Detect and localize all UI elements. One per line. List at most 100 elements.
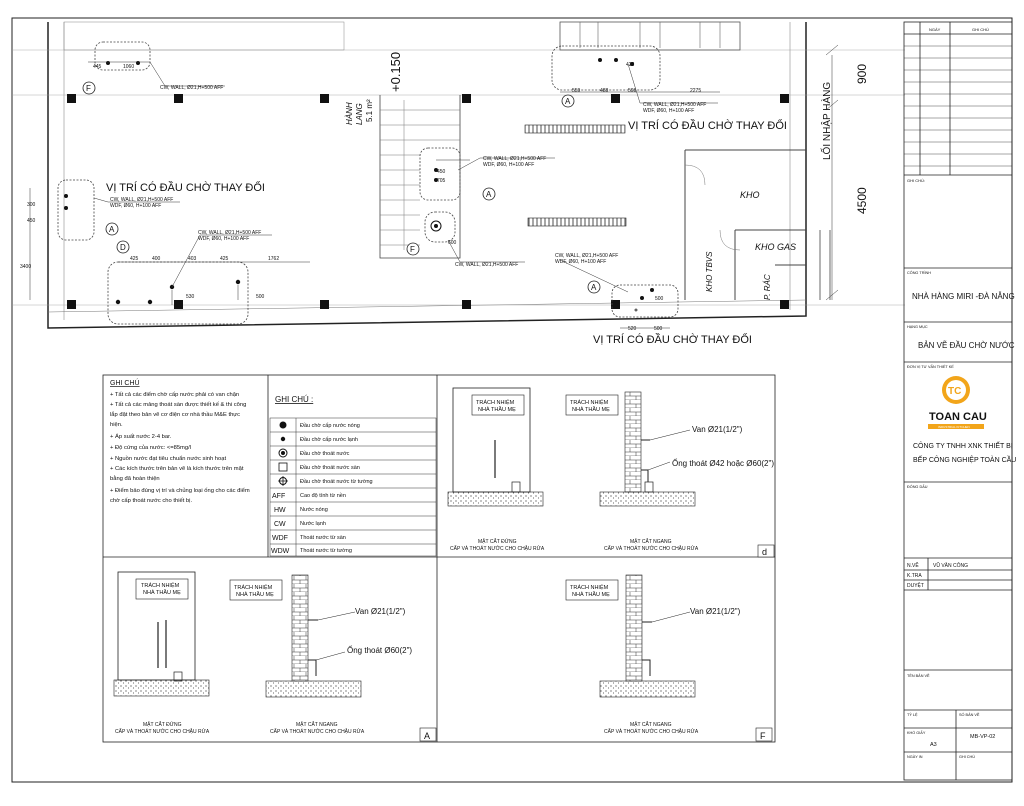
pipe-label: WDF, Ø60, H+100 AFF (483, 162, 534, 168)
detail-d-resp-2: NHÀ THẦU MẸ (478, 406, 516, 413)
svg-text:559: 559 (572, 88, 581, 94)
dim-900: 900 (855, 64, 869, 84)
detail-a-elev-2: CẤP VÀ THOÁT NƯỚC CHO CHẬU RỬA (115, 728, 210, 735)
pipe-label: WDF, Ø60, H+100 AFF (198, 236, 249, 242)
note-line: + Áp suất nước 2-4 bar. (110, 433, 172, 440)
room-kho-tbvs: KHO TBVS (705, 251, 714, 292)
detail-d-sec-1: MẶT CẮT NGANG (630, 537, 672, 545)
tb-kho-giay-val: A3 (930, 742, 937, 748)
note-line: chờ cấp thoát nước cho thiết bị. (110, 498, 192, 504)
svg-text:598: 598 (628, 88, 637, 94)
svg-text:400: 400 (152, 256, 161, 262)
rev-header-note: GHI CHÚ (972, 27, 989, 32)
tb-cong-trinh-label: CÔNG TRÌNH (907, 270, 931, 275)
details-frame (102, 374, 776, 743)
detail-d-letter: d (762, 547, 767, 557)
tb-ngay-in: NGÀY IN (907, 755, 923, 759)
abbr-code: WDW (271, 548, 290, 555)
pipe-labels: CW, WALL, Ø21,H+500 AFF CW, WALL, Ø21,H+… (110, 85, 706, 268)
room-kho: KHO (740, 190, 760, 200)
detail-a-resp-1: TRÁCH NHIỆM (141, 581, 180, 589)
tb-so-ban-ve: SỐ BẢN VẼ (959, 712, 980, 717)
detail-a-elev-1: MẶT CẮT ĐỨNG (143, 720, 182, 728)
company-logo: TC TOAN CAU INDUSTRIAL KITCHEN (928, 376, 987, 429)
tag-a-1: A (565, 97, 571, 106)
abbr-desc: Thoát nước từ sàn (300, 535, 346, 541)
svg-text:445: 445 (93, 64, 102, 70)
abbr-desc: Thoát nước từ tường (300, 548, 352, 554)
detail-a-resp-4: NHÀ THẦU MẸ (236, 591, 274, 598)
logo-tagline: INDUSTRIAL KITCHEN (938, 425, 970, 429)
legend-item: Đầu chờ thoát nước (300, 451, 350, 457)
pipe-label: CW, WALL, Ø21,H+500 AFF (455, 262, 518, 268)
legend-item: Đầu chờ thoát nước từ tường (300, 479, 373, 485)
company-line-2: BẾP CÔNG NGHIỆP TOÀN CẦU (913, 454, 1016, 464)
title-block-frame (903, 21, 1013, 781)
notes-lines: + Tất cả các điểm chờ cấp nước phải có v… (110, 391, 250, 504)
detail-f-sec-1: MẶT CẮT NGANG (630, 720, 672, 728)
svg-text:600: 600 (448, 240, 457, 246)
abbr-desc: Cao độ tính từ nền (300, 493, 346, 499)
dim-4500: 4500 (855, 187, 869, 214)
detail-f-van: Van Ø21(1/2") (690, 607, 741, 616)
legend-item: Đầu chờ thoát nước sàn (300, 465, 360, 471)
detail-d-sec-2: CẤP VÀ THOÁT NƯỚC CHO CHẬU RỬA (604, 545, 699, 552)
legend-table (269, 417, 437, 557)
hot-water-icon (279, 421, 287, 429)
tb-nve-name: VŨ VĂN CÔNG (933, 562, 968, 569)
legend-symbols (278, 421, 288, 486)
svg-text:1060: 1060 (123, 64, 134, 70)
change-note-left: VỊ TRÍ CÓ ĐẦU CHỜ THAY ĐỔI (106, 181, 265, 194)
detail-d-elev-1: MẶT CẮT ĐỨNG (478, 537, 517, 545)
tag-markers (82, 81, 638, 312)
legend-item: Đầu chờ cấp nước nóng (300, 423, 360, 429)
legend-title: GHI CHÚ : (275, 395, 313, 404)
room-kho-gas: KHO GAS (755, 242, 796, 252)
tb-so-ban-ve-val: MB-VP-02 (970, 734, 995, 740)
tb-ten-ban-ve: TÊN BẢN VẼ (907, 673, 930, 678)
cold-water-icon (280, 436, 286, 442)
pipe-label: CW, WALL, Ø21,H+500 AFF (555, 253, 618, 259)
note-line: + Độ cứng của nước: <=85mg/l (110, 444, 191, 451)
tb-ghi-chu-2: GHI CHÚ (959, 754, 975, 759)
note-line: + Nguồn nước đạt tiêu chuẩn nước sinh ho… (110, 455, 226, 462)
svg-text:500: 500 (256, 294, 265, 300)
note-line: bằng đã hoàn thiện (110, 475, 160, 482)
detail-d-resp-4: NHÀ THẦU MẸ (572, 406, 610, 413)
abbr-code: CW (274, 521, 286, 528)
svg-text:425: 425 (220, 256, 229, 262)
svg-text:403: 403 (188, 256, 197, 262)
pipe-label: CW, WALL, Ø21,H+500 AFF (198, 230, 261, 236)
tag-d: D (120, 243, 126, 252)
pipe-label: CW, WALL, Ø21,H+500 AFF (483, 156, 546, 162)
corridor-label-2: LANG (355, 103, 364, 125)
detail-d-drawing (447, 387, 775, 558)
change-note-top-right: VỊ TRÍ CÓ ĐẦU CHỜ THAY ĐỔI (628, 119, 787, 132)
wall-drain-icon (278, 476, 288, 486)
rev-header-date: NGÀY (929, 27, 941, 32)
svg-text:488: 488 (600, 88, 609, 94)
svg-text:500: 500 (655, 296, 664, 302)
note-line: + Các kích thước trên bản vẽ là kích thư… (110, 466, 244, 472)
detail-a-resp-2: NHÀ THẦU MẸ (143, 589, 181, 596)
loi-nhap-hang: LỐI NHẬP HÀNG (819, 82, 833, 160)
tb-don-vi-label: ĐƠN VỊ TƯ VẤN THIẾT KẾ (907, 364, 954, 369)
detail-d-ong-thoat: Ống thoát Ø42 hoặc Ø60(2") (672, 458, 774, 468)
pipe-label: WDF, Ø60, H+100 AFF (643, 108, 694, 114)
corridor-area: 5.1 m² (365, 99, 374, 122)
tag-a-4: A (591, 283, 597, 292)
detail-a-drawing (113, 571, 437, 742)
detail-f-resp-2: NHÀ THẦU MẸ (572, 591, 610, 598)
note-line: + Tất cả các điểm chờ cấp nước phải có v… (110, 391, 239, 398)
detail-a-ong-thoat: Ống thoát Ø60(2") (347, 645, 412, 655)
detail-a-letter: A (424, 731, 430, 741)
tag-f-1: F (86, 84, 91, 93)
svg-text:3400: 3400 (20, 264, 31, 270)
detail-a-sec-1: MẶT CẮT NGANG (296, 720, 338, 728)
tag-a-2: A (486, 190, 492, 199)
detail-a-resp-3: TRÁCH NHIỆM (234, 583, 273, 591)
abbr-code: AFF (272, 493, 285, 500)
svg-text:420: 420 (626, 62, 635, 68)
